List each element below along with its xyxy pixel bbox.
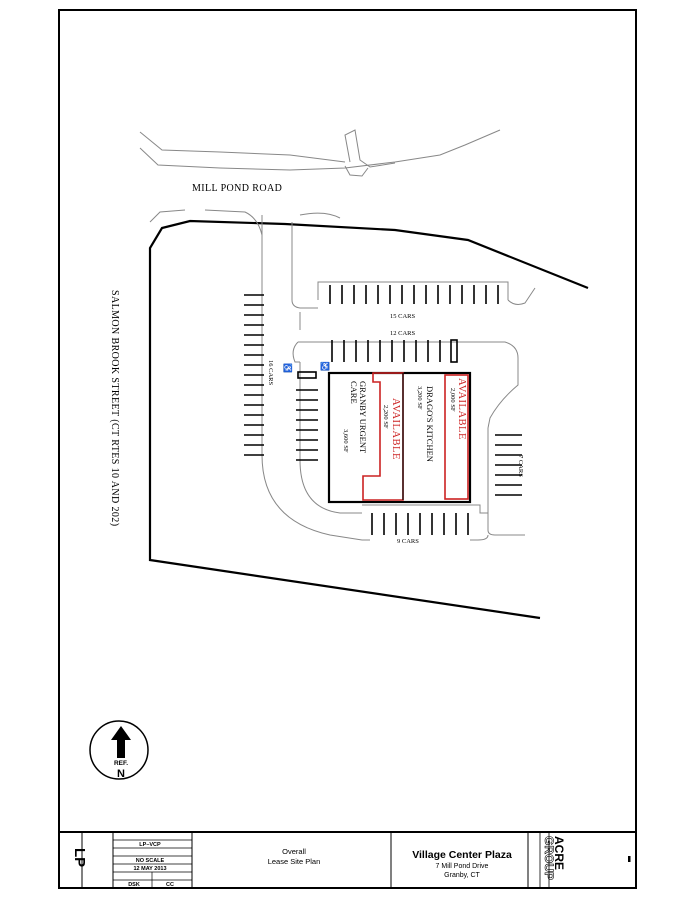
north-arrow-ref: REF. — [114, 760, 128, 767]
tenant-label-granby-line2: CARE — [349, 381, 359, 404]
project-city: Granby, CT — [444, 872, 480, 879]
drawn-by: DSK — [128, 882, 140, 888]
building — [327, 371, 472, 504]
mill-pond-road-lines — [139, 129, 501, 177]
parking-south-stalls — [371, 513, 469, 535]
job-number: LP–VCP — [139, 842, 161, 848]
tenant-label-granby-line1: GRANBY URGENT — [358, 381, 368, 454]
salmon-brook-street-label: SALMON BROOK STREET (CT RTES 10 AND 202) — [109, 290, 120, 526]
lot-label-south: 9 CARS — [397, 538, 419, 545]
lot-label-west: 16 CARS — [267, 360, 274, 385]
accessible-icon: ♿ — [283, 363, 293, 373]
tenant-label-available-2: AVAILABLE — [456, 378, 467, 440]
parking-west-stalls — [244, 294, 264, 456]
drawing-title-line1: Overall — [282, 847, 306, 856]
north-arrow-letter: N — [117, 768, 125, 780]
title-block — [59, 831, 636, 888]
tenant-area-available-2: 2,000 SF — [449, 388, 456, 412]
project-name: Village Center Plaza — [412, 849, 512, 861]
drawing-title-line2: Lease Site Plan — [268, 857, 321, 866]
accessible-icon: ♿ — [320, 361, 330, 371]
revision-marker — [628, 856, 631, 862]
scale: NO SCALE — [136, 858, 165, 864]
lot-label-north: 15 CARS — [390, 313, 415, 320]
svg-text:GROUP: GROUP — [542, 836, 556, 880]
parking-middle-stalls — [331, 339, 458, 363]
tenant-label-available-1: AVAILABLE — [390, 398, 401, 460]
tenant-label-dragos: DRAGO'S KITCHEN — [425, 386, 435, 462]
tenant-area-available-1: 2,200 SF — [382, 405, 389, 429]
tenant-area-granby: 3,600 SF — [342, 429, 349, 453]
parcel-boundary — [148, 219, 589, 620]
parking-inner-west-stalls — [296, 371, 318, 461]
lot-label-middle: 12 CARS — [390, 330, 415, 337]
parking-east-stalls — [495, 434, 522, 496]
lot-label-east: 7 CARS — [517, 455, 524, 477]
firm-logo: ACRE GROUP — [542, 836, 566, 881]
mill-pond-road-label: MILL POND ROAD — [192, 183, 282, 194]
north-arrow-icon: REF. N — [89, 720, 149, 780]
unit-available-2000 — [444, 374, 469, 500]
curb-lines — [149, 209, 536, 541]
project-address: 7 Mill Pond Drive — [436, 863, 489, 870]
sheet-border — [58, 9, 637, 889]
date: 12 MAY 2013 — [133, 866, 166, 872]
tenant-area-dragos: 3,200 SF — [416, 386, 423, 410]
parking-north-stalls — [329, 285, 499, 304]
checked-by: CC — [166, 882, 174, 888]
sheet-id: LP — [71, 848, 88, 867]
svg-text:ACRE: ACRE — [552, 836, 566, 870]
